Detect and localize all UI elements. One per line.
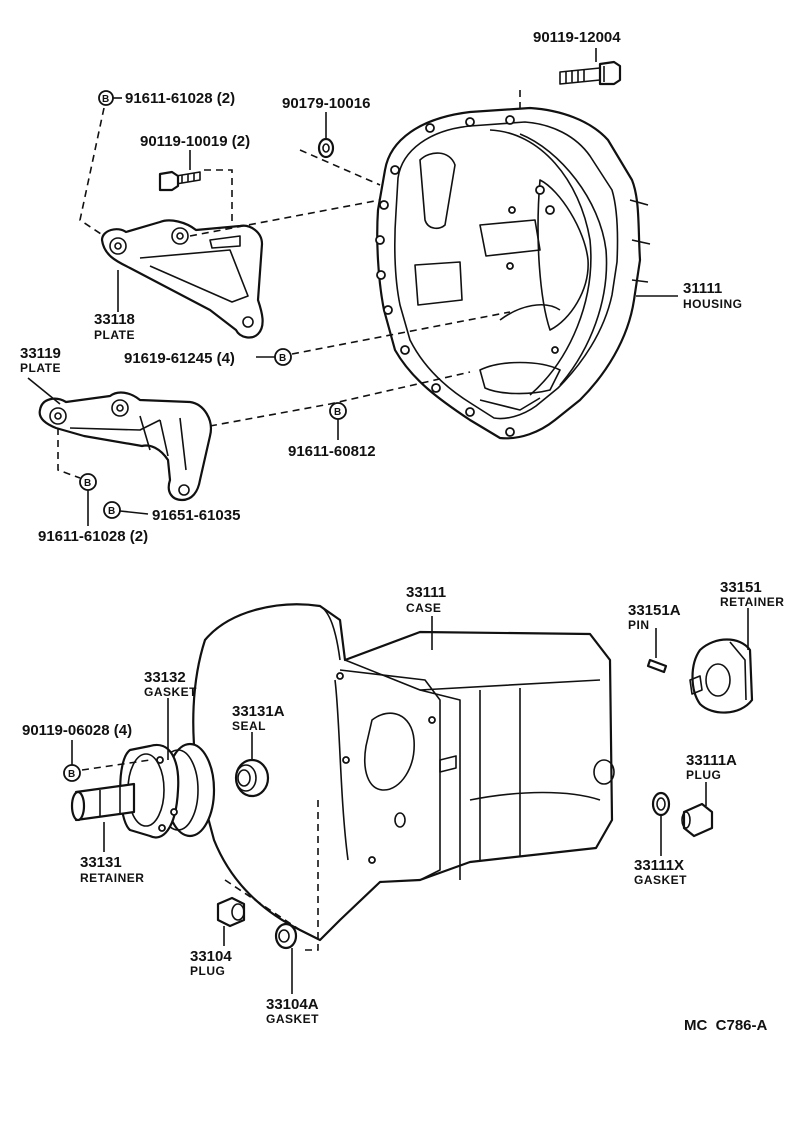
gasket-33111x xyxy=(651,791,671,817)
label-33118: 33118 xyxy=(94,311,135,328)
svg-text:B: B xyxy=(108,506,115,517)
seal-33131a xyxy=(234,758,270,798)
dashline-91611-61028-top xyxy=(79,107,111,241)
label-retainer-33131: RETAINER xyxy=(80,871,144,885)
label-33151a: 33151A xyxy=(628,602,681,619)
svg-text:B: B xyxy=(84,478,91,489)
dashline-91611-61028-bottom xyxy=(57,428,81,479)
label-90119-12004: 90119-12004 xyxy=(533,29,621,46)
plate-33118 xyxy=(100,219,264,339)
gasket-33104a xyxy=(274,922,298,950)
svg-text:B: B xyxy=(102,94,109,105)
label-plate-33119: PLATE xyxy=(20,361,61,375)
label-33104: 33104 xyxy=(190,948,232,965)
retainer-33131 xyxy=(70,742,216,839)
leader-91651-61035 xyxy=(119,510,149,515)
label-33119: 33119 xyxy=(20,345,61,362)
label-pin: PIN xyxy=(628,618,650,632)
plug-33111a xyxy=(681,802,714,838)
bolt-marker-91611-60812: B xyxy=(329,402,347,420)
dashline-washer xyxy=(299,149,381,186)
washer-90179-10016 xyxy=(317,137,335,159)
dashline-case-plug xyxy=(224,879,301,931)
label-33111: 33111 xyxy=(406,584,446,601)
label-90179-10016: 90179-10016 xyxy=(282,95,370,112)
bolt-90119-10019 xyxy=(158,170,201,192)
bolt-marker-91651-61035: B xyxy=(103,501,121,519)
label-case: CASE xyxy=(406,601,441,615)
label-33131: 33131 xyxy=(80,854,122,871)
retainer-33151 xyxy=(689,638,754,714)
label-33111x: 33111X xyxy=(634,857,684,874)
pin-33151a xyxy=(646,658,668,674)
label-91611-61028-top: 91611-61028 (2) xyxy=(125,90,235,107)
plug-33104 xyxy=(216,896,246,928)
label-seal: SEAL xyxy=(232,719,266,733)
dashline-91619-61245 xyxy=(291,311,511,355)
bolt-90119-12004 xyxy=(559,60,622,86)
leader-33119 xyxy=(27,377,61,405)
label-33131a: 33131A xyxy=(232,703,285,720)
label-91611-60812: 91611-60812 xyxy=(288,443,376,460)
svg-text:B: B xyxy=(68,769,75,780)
label-housing: HOUSING xyxy=(683,297,743,311)
label-plug-33104: PLUG xyxy=(190,964,225,978)
dashline-plate-33119 xyxy=(209,371,471,427)
dashline-90119-10019 xyxy=(204,169,233,225)
label-retainer-33151: RETAINER xyxy=(720,595,784,609)
label-31111: 31111 xyxy=(683,280,722,297)
label-plug-33111a: PLUG xyxy=(686,768,721,782)
label-90119-10019: 90119-10019 (2) xyxy=(140,133,250,150)
label-90119-06028: 90119-06028 (4) xyxy=(22,722,132,739)
clutch-housing xyxy=(375,106,651,440)
dashline-plate-33118-upper xyxy=(189,199,381,237)
label-33104a: 33104A xyxy=(266,996,319,1013)
label-plate-33118: PLATE xyxy=(94,328,135,342)
label-91611-61028-bottom: 91611-61028 (2) xyxy=(38,528,148,545)
bolt-marker-90119-06028: B xyxy=(63,764,81,782)
label-gasket-33132: GASKET xyxy=(144,685,197,699)
label-91619-61245: 91619-61245 (4) xyxy=(124,350,235,367)
label-gasket-33104a: GASKET xyxy=(266,1012,319,1026)
label-33111a: 33111A xyxy=(686,752,737,769)
bolt-marker-91619-61245: B xyxy=(274,348,292,366)
bolt-marker-91611-61028-top: B xyxy=(98,90,114,106)
label-33132: 33132 xyxy=(144,669,186,686)
label-33151: 33151 xyxy=(720,579,762,596)
svg-text:B: B xyxy=(334,407,341,418)
catalog-code: MC C786-A xyxy=(684,1017,768,1034)
label-91651-61035: 91651-61035 xyxy=(152,507,240,524)
label-gasket-33111x: GASKET xyxy=(634,873,687,887)
plate-33119 xyxy=(38,391,212,502)
svg-text:B: B xyxy=(279,353,286,364)
dashline-case-bottom xyxy=(300,800,319,951)
bolt-marker-91611-61028-bottom: B xyxy=(79,473,97,491)
